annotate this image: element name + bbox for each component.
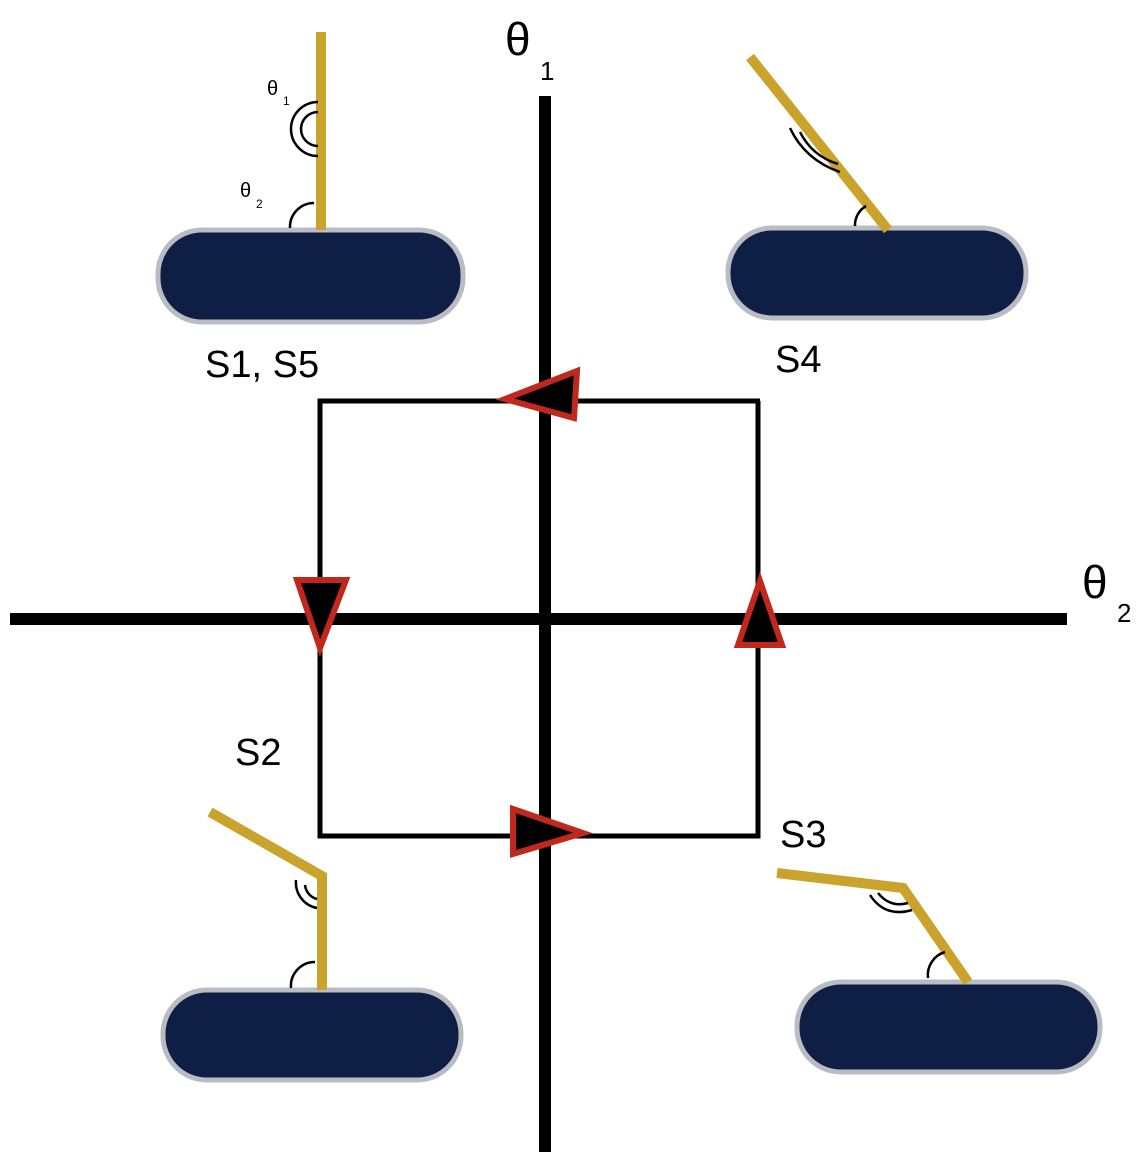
limb-s4 [746,53,892,234]
state-label-s4: S4 [775,339,821,381]
arrow-down-left [292,577,351,657]
inset-theta2-label: θ [240,180,251,202]
inset-theta1-label: θ [267,78,278,100]
inset-s4 [725,53,1029,321]
angle-arc-theta1-s4-outer [788,127,841,174]
inset-theta1-subscript: 1 [283,94,290,108]
angle-arc-theta1-s1-inner [299,110,319,148]
limb-s3 [776,868,973,985]
swimmer-body-s2 [160,987,464,1083]
angle-arc-theta2-s1 [288,201,315,229]
limb-s2 [207,807,327,990]
angle-arc-theta2-s2 [289,960,316,989]
arrow-right-bottom [510,804,593,859]
cycle-path [317,398,761,839]
angle-arc-theta1-s2-outer [294,879,318,910]
angle-arc-theta1-s2-inner [303,884,318,901]
inset-s1-s5: θ 1 θ 2 [155,32,466,325]
state-label-s3: S3 [780,814,826,856]
theta2-axis-label: θ [1082,556,1108,608]
inset-s2 [160,807,464,1083]
swimmer-body-s1 [155,227,466,325]
state-label-s2: S2 [235,732,281,774]
angle-arc-theta1-s3-inner [877,892,909,906]
angle-arc-theta1-s3-outer [868,894,913,914]
arrow-up-right [733,571,787,648]
angle-arc-theta2-s3 [926,950,946,979]
state-label-s1-s5: S1, S5 [205,344,319,386]
arrow-left-top [495,366,581,422]
angle-arc-theta1-s4-inner [798,131,839,166]
theta2-axis-subscript: 2 [1117,598,1131,628]
swimmer-body-s3 [794,979,1103,1075]
angle-arc-theta2-s4 [853,204,867,227]
inset-theta2-subscript: 2 [256,197,263,211]
inset-s3 [776,868,1103,1075]
theta1-axis-subscript: 1 [540,56,554,86]
angle-arc-theta1-s1-outer [289,100,319,158]
theta1-axis-label: θ [505,13,531,65]
swimmer-body-s4 [725,225,1029,321]
